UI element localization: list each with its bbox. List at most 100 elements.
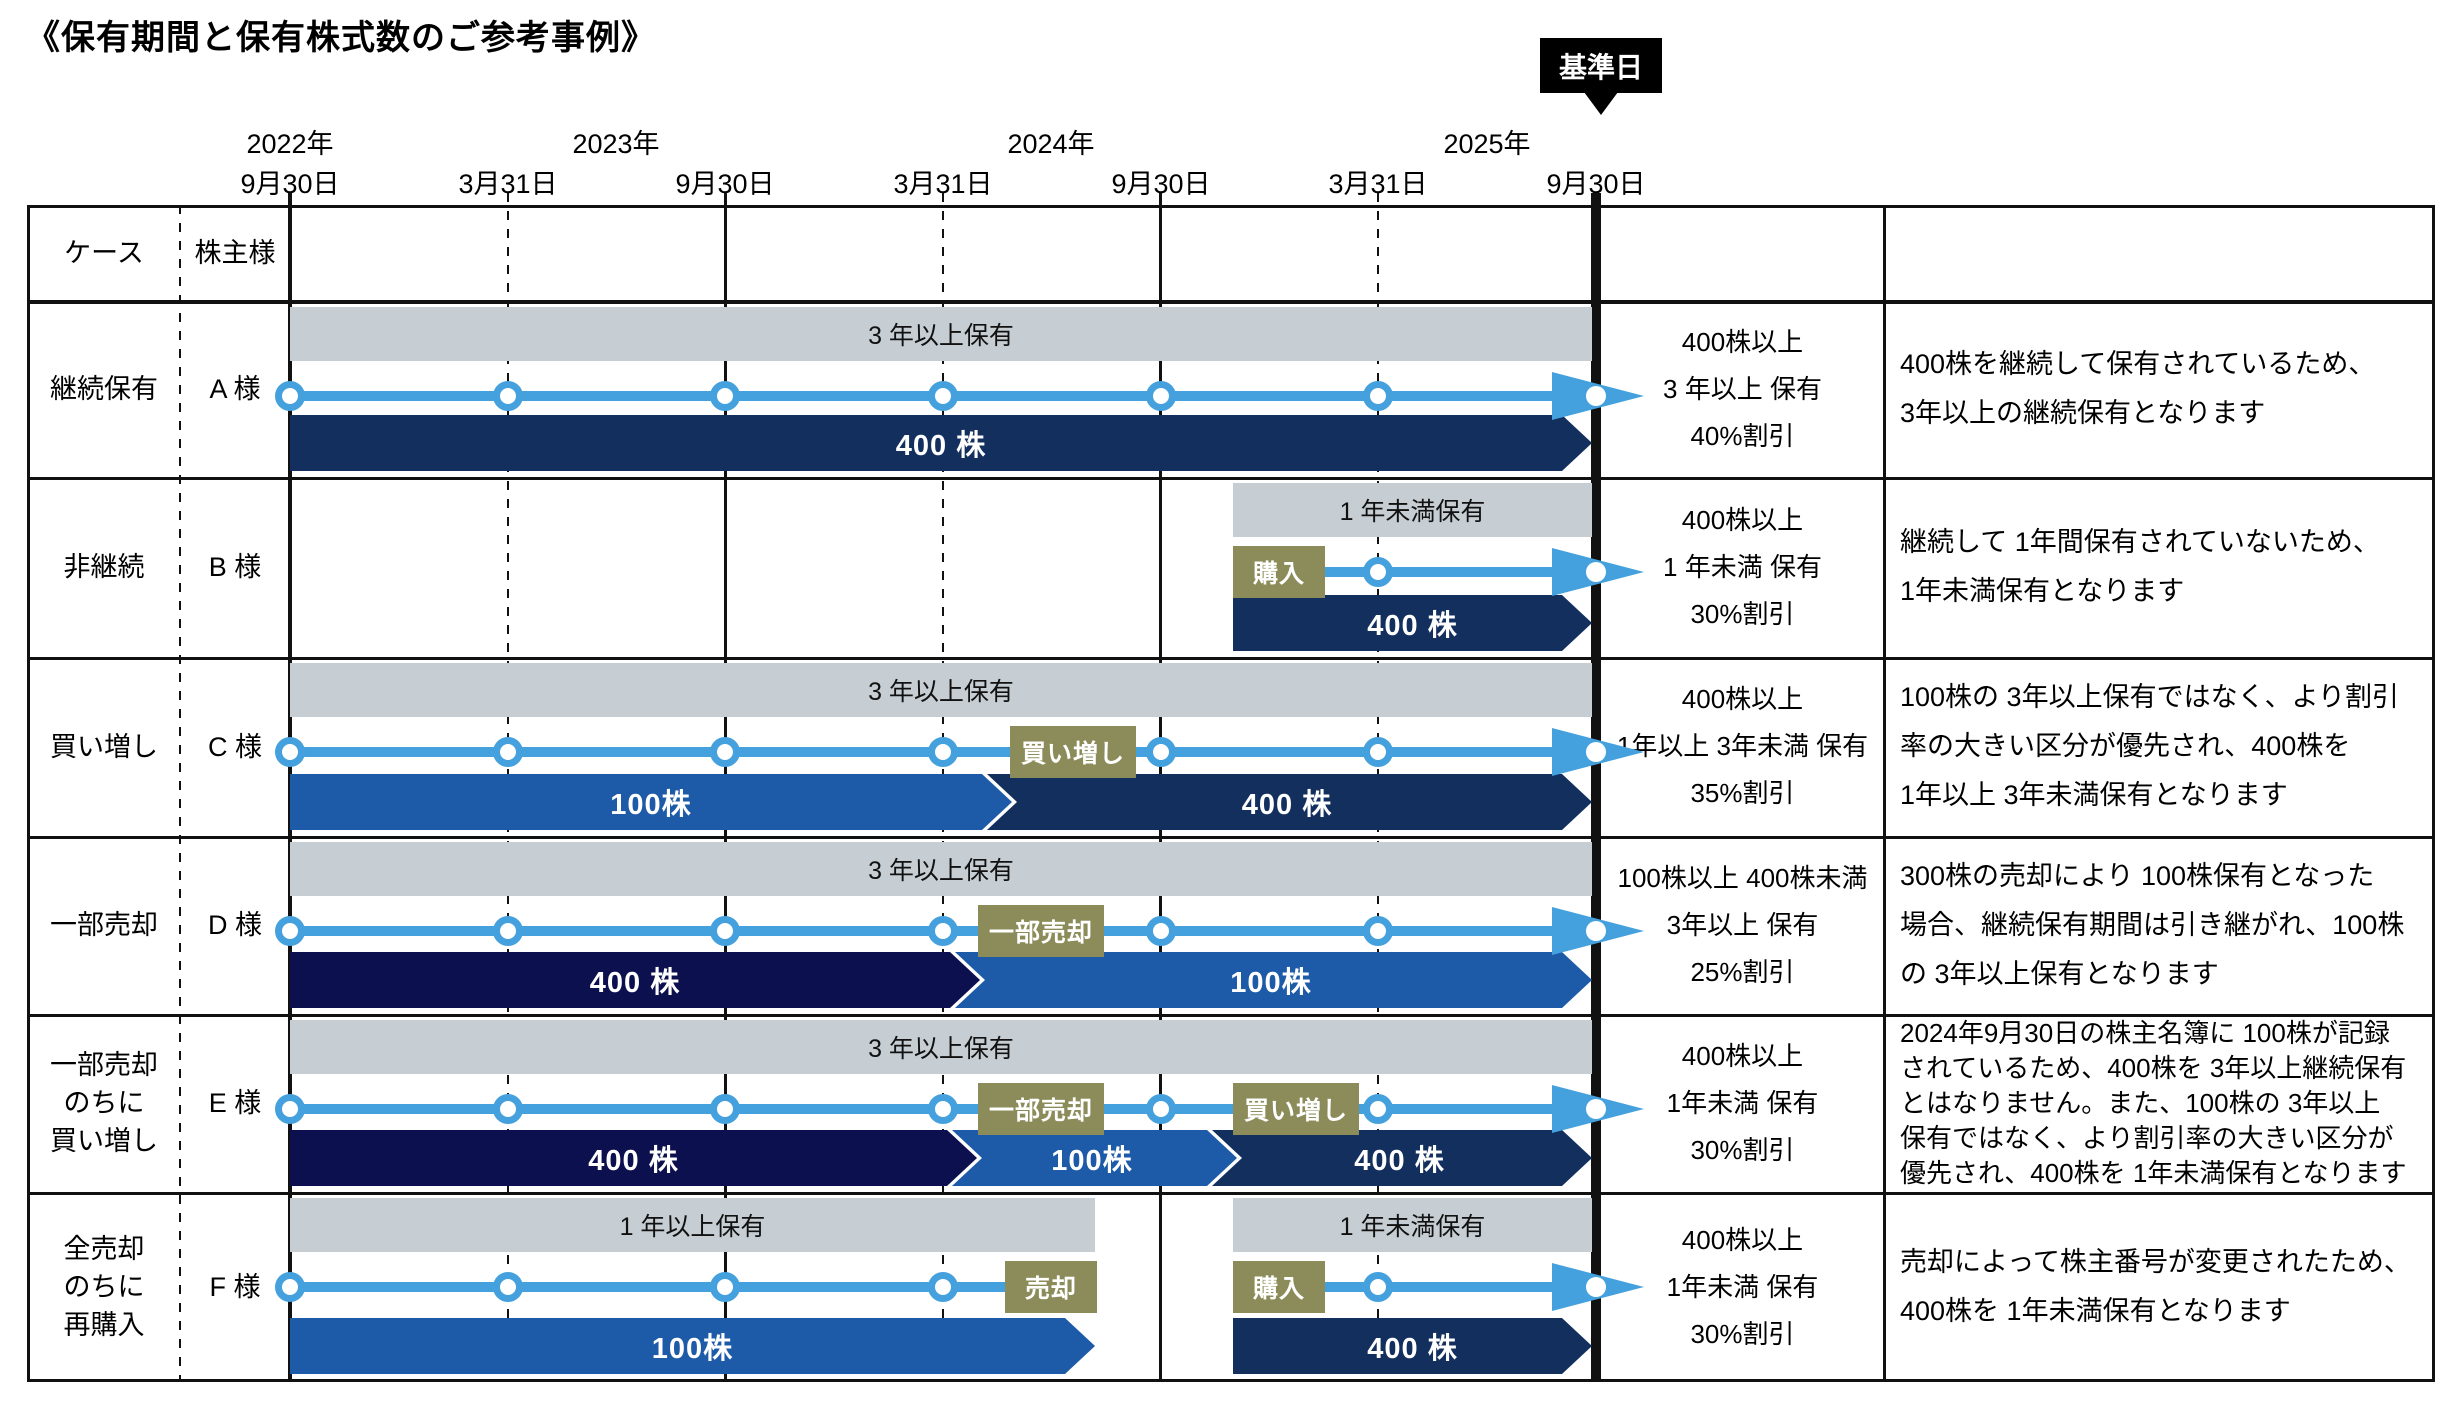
share-bar-label: 100株 xyxy=(1051,1145,1133,1177)
badge-label: 一部売却 xyxy=(988,1097,1093,1125)
period-bar-label: 1 年未満保有 xyxy=(1339,498,1486,526)
timeline-line xyxy=(1320,567,1555,577)
timeline-arrow-dot xyxy=(1586,742,1606,762)
case-label-c: 買い増し xyxy=(50,731,158,762)
period-bar: 1 年未満保有 xyxy=(1233,1198,1592,1252)
row-divider xyxy=(28,477,2435,480)
period-bar: 3 年以上保有 xyxy=(290,663,1592,717)
case-label-b: 非継続 xyxy=(63,552,145,582)
share-bar-label: 400 株 xyxy=(1354,1145,1445,1177)
timeline-year: 2025年 xyxy=(1443,129,1531,159)
share-bar-label: 100株 xyxy=(610,789,692,821)
timeline-line xyxy=(1320,1282,1555,1292)
explanation-cell-a: 400株を継続して保有されているため、 3年以上の継続保有となります xyxy=(1900,349,2376,428)
share-bar: 100株 xyxy=(950,952,1592,1008)
timeline-year: 2022年 xyxy=(246,129,334,159)
timeline-dot xyxy=(275,916,305,946)
timeline-dot xyxy=(493,916,523,946)
case-label-e: 一部売却 のちに 買い増し xyxy=(50,1050,158,1156)
timeline-dot xyxy=(1146,1094,1176,1124)
timeline-dot xyxy=(1363,1094,1393,1124)
timeline-dot xyxy=(928,1094,958,1124)
discount-cell-e: 400株以上 1年未満 保有 30%割引 xyxy=(1666,1040,1819,1165)
badge-label: 購入 xyxy=(1252,560,1305,588)
holder-label-e: E 様 xyxy=(208,1088,262,1118)
timeline-dot xyxy=(1146,916,1176,946)
event-badge-additional-purchase: 買い増し xyxy=(1010,726,1136,778)
period-bar-label: 3 年以上保有 xyxy=(868,857,1014,885)
share-bar-label: 400 株 xyxy=(1241,789,1333,821)
discount-cell-c: 400株以上 1年以上 3年未満 保有 35%割引 xyxy=(1616,684,1869,808)
timeline-dot xyxy=(710,916,740,946)
period-bar-label: 3 年以上保有 xyxy=(868,322,1014,350)
badge-label: 一部売却 xyxy=(988,919,1093,947)
share-bar-label: 400 株 xyxy=(589,967,681,999)
row-divider xyxy=(28,1014,2435,1017)
discount-cell-b: 400株以上 1 年未満 保有 30%割引 xyxy=(1663,504,1822,629)
timeline-dot xyxy=(493,1094,523,1124)
period-bar: 3 年以上保有 xyxy=(290,842,1592,896)
share-bar: 100株 xyxy=(290,1318,1095,1374)
event-badge-sale: 売却 xyxy=(1005,1261,1097,1313)
share-bar-wrap: 100株 xyxy=(290,774,1012,830)
period-bar: 3 年以上保有 xyxy=(290,307,1592,361)
timeline-dot xyxy=(710,1094,740,1124)
period-bar-label: 3 年以上保有 xyxy=(868,1035,1014,1063)
timeline-dot xyxy=(275,737,305,767)
timeline-dot xyxy=(928,1272,958,1302)
badge-label: 買い増し xyxy=(1243,1097,1348,1125)
timeline-line xyxy=(290,1104,1555,1114)
share-bar-label: 100株 xyxy=(1230,967,1312,999)
event-badge-additional-purchase: 買い増し xyxy=(1233,1083,1359,1135)
column-divider-discount-explanation xyxy=(1883,205,1886,1382)
timeline-dot xyxy=(1363,381,1393,411)
share-bar-label: 400 株 xyxy=(895,430,987,462)
timeline-dot xyxy=(1146,737,1176,767)
share-bar-wrap: 100株 xyxy=(947,1130,1237,1186)
share-bar: 400 株 xyxy=(290,1130,977,1186)
table-border-top xyxy=(28,205,2435,208)
badge-label: 購入 xyxy=(1252,1275,1305,1303)
period-bar: 3 年以上保有 xyxy=(290,1020,1592,1074)
timeline-dot xyxy=(493,381,523,411)
row-divider xyxy=(28,1192,2435,1195)
case-label-f: 全売却 のちに 再購入 xyxy=(63,1234,145,1340)
share-bar: 100株 xyxy=(947,1130,1237,1186)
share-bar: 400 株 xyxy=(1207,1130,1592,1186)
timeline-dot xyxy=(1363,916,1393,946)
period-bar: 1 年未満保有 xyxy=(1233,483,1592,537)
timeline-dot xyxy=(928,381,958,411)
timeline-year: 2023年 xyxy=(572,129,660,159)
timeline-year: 2024年 xyxy=(1007,129,1095,159)
share-bar: 400 株 xyxy=(290,415,1592,471)
timeline-dot xyxy=(710,381,740,411)
explanation-cell-d: 300株の売却により 100株保有となった 場合、継続保有期間は引き継がれ、10… xyxy=(1900,860,2405,989)
badge-label: 買い増し xyxy=(1020,740,1125,768)
page-title: 《保有期間と保有株式数のご参考事例》 xyxy=(26,19,656,57)
holder-label-c: C 様 xyxy=(208,731,262,762)
timeline-line xyxy=(290,391,1555,401)
case-label-d: 一部売却 xyxy=(50,910,158,940)
header-holder: 株主様 xyxy=(194,238,276,268)
discount-cell-d: 100株以上 400株未満 3年以上 保有 25%割引 xyxy=(1617,862,1868,987)
share-bar: 400 株 xyxy=(982,774,1592,830)
share-bar-label: 400 株 xyxy=(1367,1333,1458,1365)
timeline-arrow-dot xyxy=(1586,562,1606,582)
timeline-dot xyxy=(493,737,523,767)
timeline-dot xyxy=(275,381,305,411)
event-badge-purchase: 購入 xyxy=(1233,1261,1325,1313)
timeline-dot xyxy=(928,916,958,946)
share-bar: 400 株 xyxy=(290,952,980,1008)
period-bar-label: 3 年以上保有 xyxy=(868,678,1014,706)
event-badge-partial-sale: 一部売却 xyxy=(978,905,1104,957)
timeline-dot xyxy=(1363,737,1393,767)
timeline-dot xyxy=(1363,557,1393,587)
timeline-dot xyxy=(710,737,740,767)
timeline-line xyxy=(290,747,1555,757)
explanation-cell-c: 100株の 3年以上保有ではなく、より割引 率の大きい区分が優先され、400株を… xyxy=(1900,682,2400,810)
holder-label-d: D 様 xyxy=(208,910,262,940)
holder-label-b: B 様 xyxy=(208,552,262,582)
table-border-bottom xyxy=(28,1379,2435,1382)
timeline-arrow-dot xyxy=(1586,1099,1606,1119)
explanation-cell-e: 2024年9月30日の株主名簿に 100株が記録 されているため、400株を 3… xyxy=(1900,1017,2407,1188)
